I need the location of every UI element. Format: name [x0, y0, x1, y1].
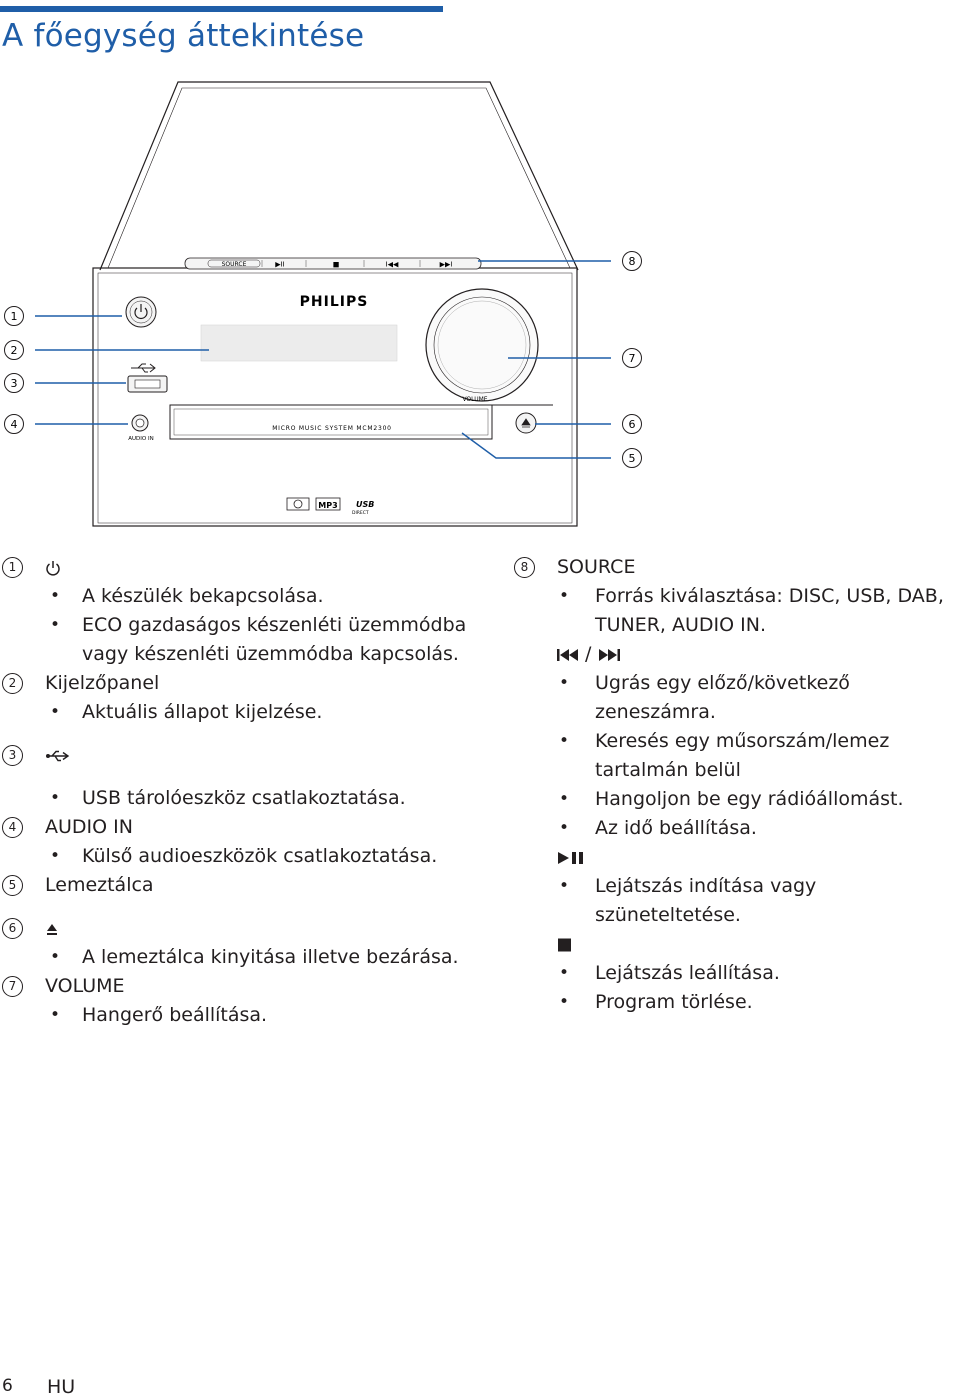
svg-text:6: 6: [629, 418, 636, 431]
play-pause-subheading: [512, 843, 960, 872]
usb-icon: [45, 744, 71, 766]
callout-4: 4: [4, 414, 24, 434]
section-heading: 1: [0, 553, 500, 582]
callout-2: 2: [4, 340, 24, 360]
callout-6: 6: [622, 414, 642, 434]
section-audio-in: 4 AUDIO IN Külső audioeszközök csatlakoz…: [0, 813, 500, 871]
section-title: VOLUME: [45, 975, 125, 997]
mp3-badge: MP3: [318, 501, 337, 510]
section-heading: 3: [0, 741, 500, 770]
list-item: Hangerő beállítása.: [0, 1001, 500, 1030]
skip-separator: /: [585, 643, 598, 665]
skip-subheading: /: [512, 640, 960, 669]
svg-text:3: 3: [11, 377, 18, 390]
list-item: Külső audioeszközök csatlakoztatása.: [0, 842, 500, 871]
section-number: 1: [2, 557, 23, 578]
play-pause-icon: [557, 846, 593, 868]
list-item: Aktuális állapot kijelzése.: [0, 698, 500, 727]
section-heading: 4 AUDIO IN: [0, 813, 500, 842]
section-title: AUDIO IN: [45, 816, 133, 838]
descriptions-left: 1 A készülék bekapcsolása. ECO gazdaságo…: [0, 553, 500, 1030]
section-number: 8: [514, 557, 535, 578]
section-number: 7: [2, 976, 23, 997]
list-item: Az idő beállítása.: [512, 814, 960, 843]
title-accent-bar: [0, 6, 443, 12]
section-title: Kijelzőpanel: [45, 672, 160, 694]
stop-subheading: [512, 930, 960, 959]
device-drawing: SOURCE ▶II ■ I◀◀ ▶▶I PHILIPS VOLUME MICR…: [4, 81, 642, 527]
section-number: 5: [2, 875, 23, 896]
stop-button-label: ■: [333, 261, 340, 269]
stop-icon: [557, 933, 573, 955]
model-text: MICRO MUSIC SYSTEM MCM2300: [272, 425, 392, 432]
section-number: 6: [2, 918, 23, 939]
section-eject: 6 A lemeztálca kinyitása illetve bezárás…: [0, 914, 500, 972]
play-pause-button-label: ▶II: [275, 261, 285, 269]
callout-7: 7: [622, 348, 642, 368]
section-display: 2 Kijelzőpanel Aktuális állapot kijelzés…: [0, 669, 500, 727]
list-item: Hangoljon be egy rádióállomást.: [512, 785, 960, 814]
audio-in-label: AUDIO IN: [128, 436, 153, 442]
descriptions-right: 8 SOURCE Forrás kiválasztása: DISC, USB,…: [512, 553, 960, 1017]
section-volume: 7 VOLUME Hangerő beállítása.: [0, 972, 500, 1030]
section-disc-tray: 5 Lemeztálca: [0, 871, 500, 900]
svg-text:5: 5: [629, 452, 636, 465]
section-usb: 3 USB tárolóeszköz csatlakoztatása.: [0, 741, 500, 813]
section-heading: 6: [0, 914, 500, 943]
section-heading: 5 Lemeztálca: [0, 871, 500, 900]
list-item: A készülék bekapcsolása.: [0, 582, 500, 611]
section-heading: 7 VOLUME: [0, 972, 500, 1001]
callout-3: 3: [4, 373, 24, 393]
volume-label: VOLUME: [462, 396, 487, 403]
callout-8: 8: [622, 251, 642, 271]
section-number: 3: [2, 745, 23, 766]
device-illustration: SOURCE ▶II ■ I◀◀ ▶▶I PHILIPS VOLUME MICR…: [0, 60, 960, 530]
section-number: 2: [2, 673, 23, 694]
list-item: Program törlése.: [512, 988, 960, 1017]
svg-text:4: 4: [11, 418, 18, 431]
page-title: A főegység áttekintése: [2, 18, 365, 54]
list-item: Lejátszás leállítása.: [512, 959, 960, 988]
previous-track-icon: [557, 643, 585, 665]
next-button-label: ▶▶I: [440, 261, 453, 269]
prev-button-label: I◀◀: [386, 261, 399, 269]
usb-badge: USB: [356, 500, 374, 509]
list-item: Forrás kiválasztása: DISC, USB, DAB, TUN…: [512, 582, 960, 640]
list-item: Keresés egy műsorszám/lemez tartalmán be…: [512, 727, 960, 785]
power-icon: [45, 556, 61, 578]
svg-text:7: 7: [629, 352, 636, 365]
callout-5: 5: [622, 448, 642, 468]
section-heading: 2 Kijelzőpanel: [0, 669, 500, 698]
callout-1: 1: [4, 306, 24, 326]
section-power: 1 A készülék bekapcsolása. ECO gazdaságo…: [0, 553, 500, 669]
page-number: 6: [2, 1376, 13, 1396]
list-item: USB tárolóeszköz csatlakoztatása.: [0, 784, 500, 813]
section-heading: 8 SOURCE: [512, 553, 960, 582]
source-button-label: SOURCE: [222, 261, 247, 268]
list-item: A lemeztálca kinyitása illetve bezárása.: [0, 943, 500, 972]
svg-text:8: 8: [629, 255, 636, 268]
direct-badge: DIRECT: [352, 510, 369, 516]
eject-icon: [45, 917, 59, 939]
next-track-icon: [598, 643, 620, 665]
section-title: Lemeztálca: [45, 874, 154, 896]
svg-text:2: 2: [11, 344, 18, 357]
brand-logo-text: PHILIPS: [300, 294, 369, 310]
list-item: Ugrás egy előző/következő zeneszámra.: [512, 669, 960, 727]
list-item: ECO gazdaságos készenléti üzemmódba vagy…: [0, 611, 500, 669]
section-title: SOURCE: [557, 556, 636, 578]
language-code: HU: [47, 1376, 76, 1398]
list-item: Lejátszás indítása vagy szüneteltetése.: [512, 872, 960, 930]
svg-text:1: 1: [11, 310, 18, 323]
section-number: 4: [2, 817, 23, 838]
section-source: 8 SOURCE Forrás kiválasztása: DISC, USB,…: [512, 553, 960, 1017]
